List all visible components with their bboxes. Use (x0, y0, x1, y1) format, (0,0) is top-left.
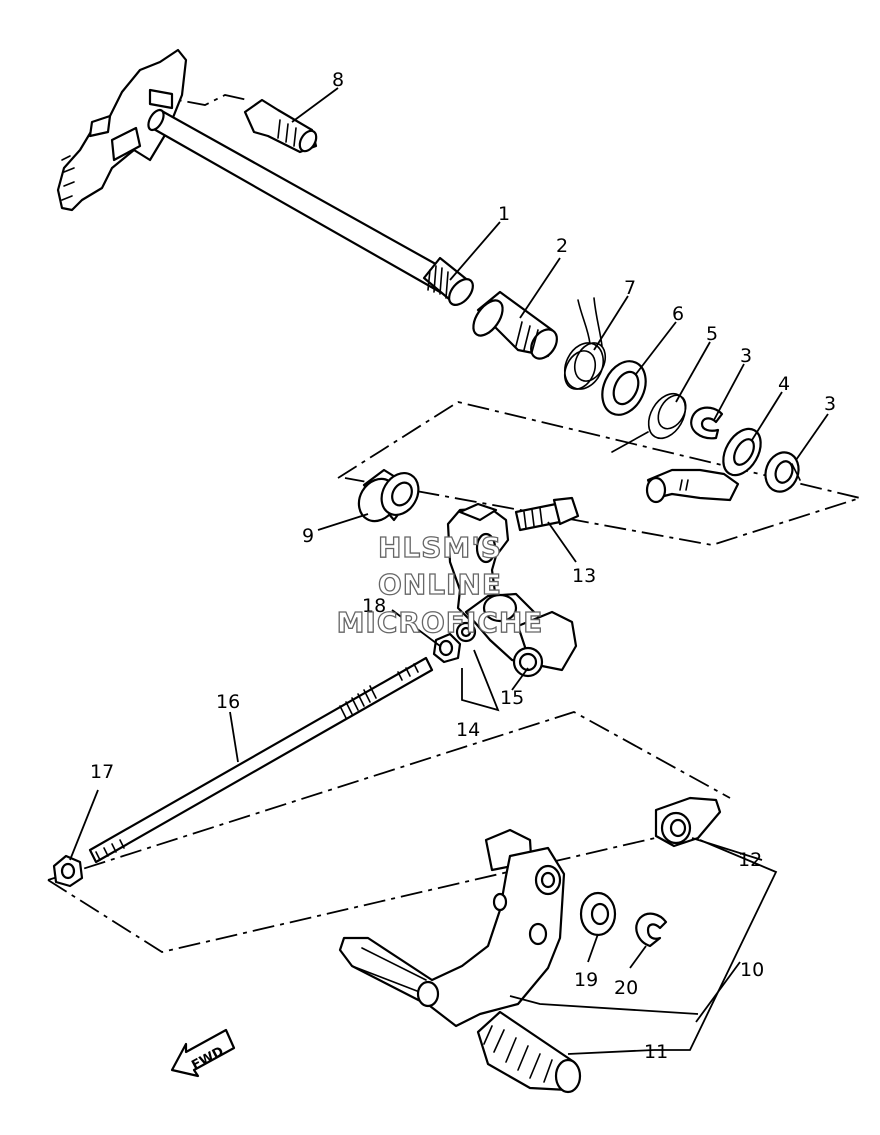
assembly-guide-lines (47, 94, 864, 953)
callout-9: 9 (302, 525, 314, 547)
part-3-circlip-lower (764, 451, 801, 493)
part-13-bolt (514, 496, 580, 532)
watermark-line-1: HLSM'S (378, 531, 502, 564)
part-12-rod-end (654, 796, 722, 848)
part-8-bolt (243, 98, 318, 154)
part-6-washer (601, 360, 647, 416)
part-14-shift-arm (446, 502, 550, 666)
callout-10: 10 (740, 959, 764, 981)
watermark-line-3: MICROFICHE (337, 606, 544, 639)
callout-8: 8 (332, 69, 344, 91)
part-1-shift-shaft (56, 48, 474, 306)
callout-18: 18 (362, 595, 386, 617)
callout-7: 7 (624, 277, 636, 299)
callout-13: 13 (572, 565, 596, 587)
callout-numbers: 1 2 7 6 5 3 4 3 8 9 13 18 15 14 16 17 12… (90, 69, 836, 1063)
callout-5: 5 (706, 323, 718, 345)
part-16-shift-rod (88, 656, 434, 864)
part-4-shift-lever (645, 427, 762, 504)
part-17-nut (52, 854, 84, 888)
part-11-pedal-rubber (476, 1010, 582, 1094)
part-18-nut (432, 632, 462, 664)
callout-2: 2 (556, 235, 568, 257)
callout-14: 14 (456, 719, 480, 741)
part-2-collar (472, 290, 558, 360)
callout-15: 15 (500, 687, 524, 709)
forward-arrow-icon: FWD (170, 1028, 236, 1078)
part-3-circlip-upper (690, 406, 724, 440)
part-15-rod-end (512, 610, 578, 678)
part-20-e-clip (635, 912, 668, 948)
callout-11: 11 (644, 1041, 668, 1063)
part-7-torsion-spring (563, 297, 607, 390)
watermark-line-2: ONLINE (378, 568, 502, 601)
part-10-shift-pedal (338, 828, 566, 1028)
callout-12: 12 (738, 849, 762, 871)
callout-17: 17 (90, 761, 114, 783)
callout-3-upper: 3 (740, 345, 752, 367)
callout-1: 1 (498, 203, 510, 225)
callout-4: 4 (778, 373, 790, 395)
callout-6: 6 (672, 303, 684, 325)
callout-3-lower: 3 (824, 393, 836, 415)
leader-lines (69, 87, 829, 1055)
callout-16: 16 (216, 691, 240, 713)
callout-19: 19 (574, 969, 598, 991)
watermark: HLSM'S ONLINE MICROFICHE (336, 530, 544, 639)
part-9-bearing (357, 468, 420, 523)
callout-20: 20 (614, 977, 638, 999)
part-19-washer (579, 891, 617, 937)
